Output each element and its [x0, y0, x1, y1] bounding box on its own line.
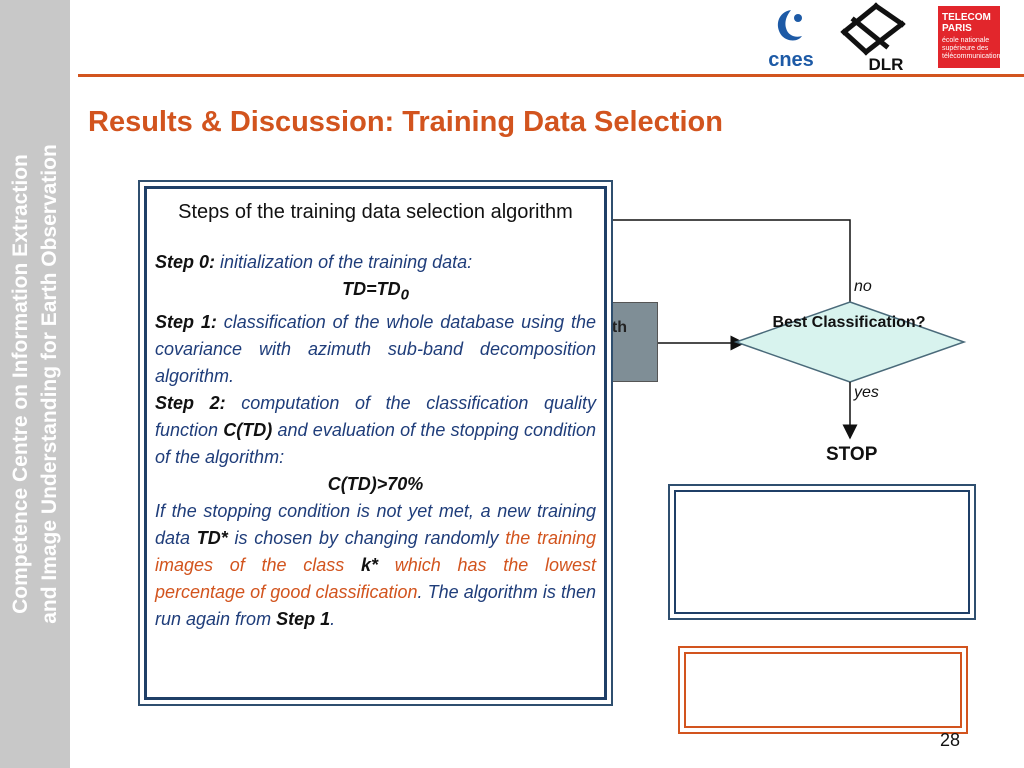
iteration-text-1: If the stopping condition is not yet met…: [155, 500, 596, 548]
td-equation-subscript: 0: [400, 286, 409, 304]
iteration-text-3: . The algorithm is then run again from: [155, 581, 596, 629]
td-equation: TD=TD0: [155, 276, 596, 309]
telecom-logo-line-3: école nationale supérieure des télécommu…: [942, 37, 1004, 60]
step-1-text: classification of the whole database usi…: [155, 311, 596, 386]
iteration-text-4: .: [330, 608, 336, 629]
dlr-logo: DLR: [840, 2, 906, 74]
step-1-reference: Step 1: [276, 608, 331, 629]
telecom-logo-line-2: PARIS: [942, 23, 972, 34]
iteration-text-2: is chosen by changing randomly: [227, 527, 506, 548]
process-box-label: th: [611, 319, 627, 336]
empty-blue-panel-inner: [674, 490, 970, 614]
step-0-label: Step 0:: [155, 252, 216, 272]
iteration-highlight-1: the training images of the class: [155, 527, 596, 575]
step-1: Step 1: classification of the whole data…: [155, 309, 596, 390]
stop-label: STOP: [826, 444, 878, 465]
yes-branch-label: yes: [854, 384, 879, 401]
k-star-term: k*: [360, 554, 378, 575]
header-divider: [78, 74, 1024, 77]
empty-orange-panel: [678, 646, 968, 734]
step-1-label: Step 1:: [155, 311, 217, 332]
no-branch-label: no: [854, 278, 872, 295]
td-equation-text: TD=TD: [342, 279, 401, 299]
td-star-term: TD*: [196, 527, 228, 548]
sidebar-banner: Competence Centre on Information Extract…: [0, 0, 70, 768]
algorithm-steps-content: Steps of the training data selection alg…: [144, 186, 607, 700]
step-2-label: Step 2:: [155, 392, 226, 413]
step-2-text-2: and evaluation of the stopping condition…: [155, 419, 596, 467]
page-number: 28: [940, 730, 961, 750]
dlr-logo-text: DLR: [869, 55, 904, 74]
stopping-condition: C(TD)>70%: [327, 473, 424, 494]
step-2: Step 2: computation of the classificatio…: [155, 390, 596, 471]
loop-back-line: [600, 219, 851, 304]
page-title: Results & Discussion: Training Data Sele…: [88, 106, 723, 138]
steps-heading: Steps of the training data selection alg…: [178, 201, 573, 223]
telecom-logo-line-1: TELECOM: [942, 12, 991, 23]
iteration-highlight-2: which has the lowest percentage of good …: [155, 554, 596, 602]
decision-label: Best Classification?: [772, 314, 926, 331]
ctd-term: C(TD): [223, 419, 273, 440]
empty-orange-panel-inner: [684, 652, 962, 728]
step-0: Step 0: initialization of the training d…: [155, 249, 596, 276]
cnes-logo: cnes: [768, 10, 814, 71]
empty-blue-panel: [668, 484, 976, 620]
algorithm-steps-panel: Steps of the training data selection alg…: [138, 180, 613, 706]
telecom-paris-logo: TELECOM PARIS école nationale supérieure…: [938, 6, 1004, 68]
step-0-text: initialization of the training data:: [215, 252, 473, 272]
iteration-rule: If the stopping condition is not yet met…: [155, 498, 596, 633]
step-2-text-1: computation of the classification qualit…: [155, 392, 597, 440]
cnes-logo-text: cnes: [768, 49, 814, 71]
